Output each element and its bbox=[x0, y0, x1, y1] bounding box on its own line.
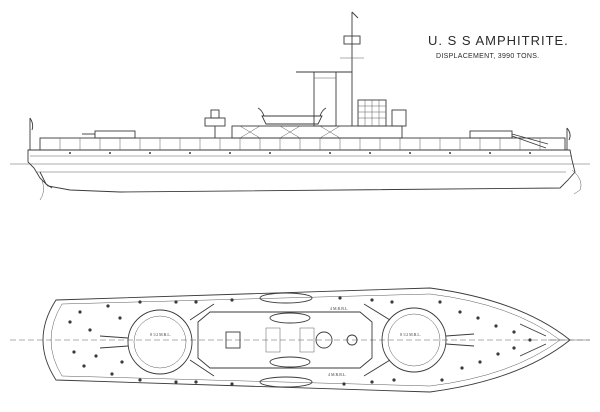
fwd-turret-gun-2 bbox=[445, 343, 475, 347]
central-superstructure bbox=[197, 311, 373, 369]
side-elevation bbox=[10, 11, 590, 201]
engine-hatch-2 bbox=[299, 327, 315, 353]
engine-hatch-1 bbox=[265, 327, 281, 353]
deckhouse-bracing bbox=[239, 125, 341, 139]
boat-port-inner bbox=[269, 312, 311, 324]
propeller-shaft bbox=[39, 179, 44, 201]
boat-port-outer bbox=[259, 292, 313, 304]
anchor-stbd bbox=[519, 343, 547, 357]
breastwork-stanchions bbox=[59, 138, 541, 150]
anchor-chain bbox=[571, 169, 582, 195]
anchor-port bbox=[519, 323, 547, 337]
davit-fwd bbox=[319, 107, 327, 117]
stern-detail bbox=[39, 171, 53, 189]
funnel-plan bbox=[315, 331, 333, 349]
signal-box bbox=[210, 109, 220, 119]
fwd-turret-plan bbox=[381, 307, 447, 373]
boat-stbd-outer bbox=[259, 376, 313, 388]
fighting-top bbox=[343, 35, 361, 45]
amidships-top-label: 4 M.R.B.L. bbox=[330, 306, 348, 311]
fwd-gun-barrel bbox=[511, 133, 549, 145]
fwd-turret-gun-1 bbox=[445, 333, 475, 337]
conning-tower bbox=[391, 109, 407, 127]
deck-fittings bbox=[68, 296, 532, 386]
lifeboat-side bbox=[261, 115, 323, 125]
aft-turret-side bbox=[94, 130, 136, 139]
side-portholes bbox=[69, 152, 531, 154]
drawing-subtitle: DISPLACEMENT, 3990 TONS. bbox=[436, 53, 540, 60]
breastwork bbox=[39, 137, 566, 151]
hull-outline bbox=[27, 149, 576, 193]
aft-turret-label: 8 1/2 M.R.L. bbox=[150, 332, 171, 337]
gangway-fwd-port bbox=[363, 303, 391, 321]
boat-stbd-inner bbox=[269, 356, 311, 368]
plan-deck-edge bbox=[50, 293, 561, 387]
deck-plan: 8 1/2 M.R.L. 8 1/2 M.R.L. bbox=[10, 287, 590, 393]
amidships-bottom-label: 4 M.R.B.L. bbox=[328, 372, 346, 377]
gangway-aft-port bbox=[189, 303, 215, 321]
gangway-aft-stbd bbox=[189, 359, 215, 377]
fwd-turret-side bbox=[469, 130, 513, 139]
stern-flag bbox=[29, 117, 34, 131]
gangway-fwd-stbd bbox=[363, 359, 391, 377]
mast-topgallant bbox=[351, 11, 359, 19]
skylight-plan bbox=[225, 331, 241, 349]
mast-plan bbox=[346, 334, 358, 346]
aft-turret-gun-1 bbox=[99, 335, 129, 339]
deckhouse bbox=[231, 125, 403, 139]
fwd-gun-barrel-2 bbox=[511, 135, 547, 149]
funnel bbox=[313, 71, 337, 127]
davit-aft bbox=[257, 107, 265, 117]
jack-flag bbox=[566, 127, 571, 141]
small-deckhouse bbox=[204, 117, 226, 127]
aft-turret-inner bbox=[133, 315, 187, 369]
drawing-title: U. S S AMPHITRITE. bbox=[428, 33, 569, 48]
aft-turret-plan bbox=[127, 309, 193, 375]
fwd-turret-inner bbox=[387, 313, 441, 367]
plan-hull-outline bbox=[42, 287, 571, 393]
bridge-grid bbox=[358, 100, 386, 126]
aft-turret-gun-2 bbox=[99, 345, 129, 349]
fwd-turret-label: 8 1/2 M.R.L. bbox=[400, 332, 421, 337]
